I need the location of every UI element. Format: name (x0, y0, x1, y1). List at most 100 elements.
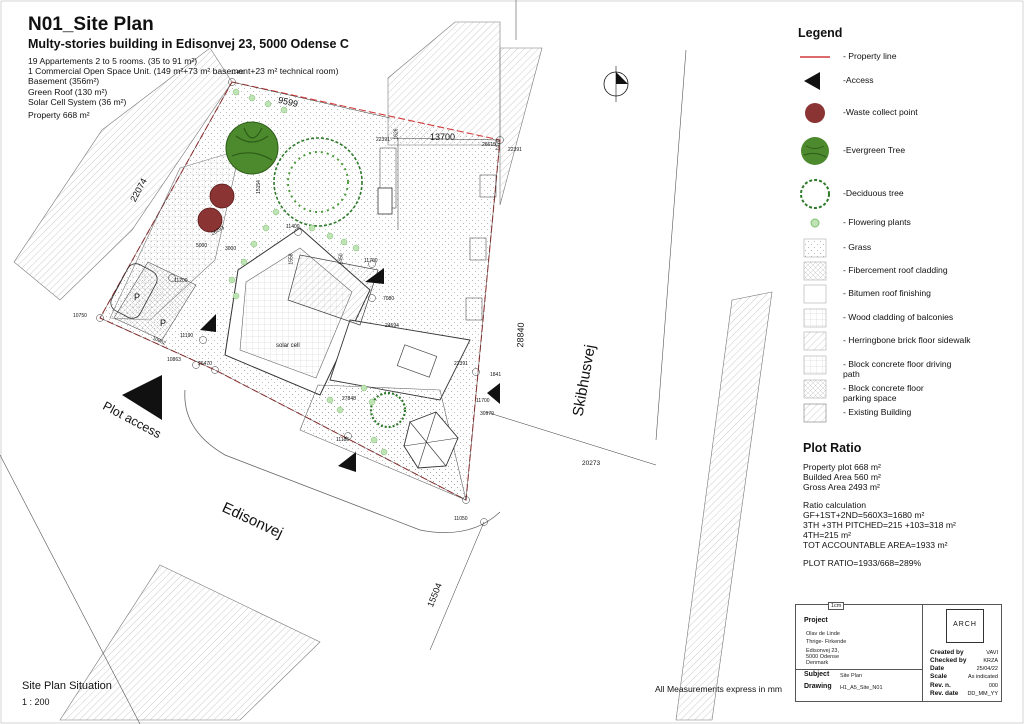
dim-15154: 15154 (255, 180, 262, 194)
project-label: Project (804, 617, 828, 624)
rev-date-label: Rev. date (930, 690, 959, 697)
dim-1558: 1558 (288, 253, 295, 265)
project-line: Edisonvej 23, (806, 648, 840, 654)
deciduous-tree-icon (800, 179, 830, 209)
legend-label: -Deciduous tree (843, 188, 904, 198)
solar-label: solar cell (276, 343, 300, 349)
dim-1626: 1626 (393, 128, 400, 140)
dim-11050: 11050 (454, 516, 468, 522)
scale-label: Scale (930, 673, 947, 680)
ratio-line: Ratio calculation (803, 500, 867, 510)
arch-logo-text: ARCH (953, 621, 977, 628)
herringbone-icon (803, 331, 827, 351)
info-line: Green Roof (130 m²) (28, 86, 108, 97)
legend-item-flowering: - Flowering plants (798, 212, 988, 234)
legend-item-existing: - Existing Building (798, 402, 988, 424)
date-value: 25/04/22 (976, 666, 998, 672)
legend-item-evergreen: -Evergreen Tree (798, 137, 988, 165)
dim-11700-a: 11700 (364, 258, 378, 264)
legend-label: - Wood cladding of balconies (843, 312, 954, 322)
rev-number-label: Rev. n. (930, 682, 951, 689)
evergreen-tree (225, 121, 279, 175)
ratio-line: GF+1ST+2ND=560X3=1680 m² (803, 510, 925, 520)
legend-item-deciduous: -Deciduous tree (798, 179, 988, 209)
page-subtitle: Multy-stories building in Edisonvej 23, … (28, 37, 349, 51)
access-triangle-4 (338, 452, 356, 472)
page-title: N01_Site Plan (28, 14, 154, 35)
subject-value: Site Plan (840, 673, 863, 679)
evergreen-tree-icon (801, 137, 829, 165)
measurement-note: All Measurements express in mm (655, 684, 783, 694)
info-line: Solar Cell System (36 m²) (28, 96, 127, 107)
dim-11185: 11185 (336, 437, 350, 443)
dim-1450: 1450 (338, 253, 345, 265)
edisonvej-curb (0, 454, 141, 724)
legend-label: - Block concrete floor parking space (843, 383, 924, 403)
dim-11700-b: 11700 (476, 398, 490, 404)
car (110, 263, 158, 319)
grass-icon (803, 238, 827, 258)
dim-11400-a: 11400 (231, 70, 245, 76)
legend-item-herringbone: - Herringbone brick floor sidewalk (798, 330, 988, 354)
property-line-icon (800, 56, 830, 58)
existing-building-sw (59, 564, 321, 721)
info-line: 1 Commercial Open Space Unit. (149 m²+73… (28, 66, 339, 77)
legend-label: - Fibercement roof cladding (843, 265, 948, 275)
dim-10750: 10750 (73, 313, 87, 319)
wood-cladding-icon (803, 308, 827, 328)
legend-item-block-parking: - Block concrete floor parking space (798, 378, 988, 403)
legend-label: - Property line (843, 51, 897, 61)
access-triangle-2 (200, 314, 216, 332)
legend-item-property-line: - Property line (798, 46, 988, 68)
legend-label: - Grass (843, 242, 872, 252)
dim-10863: 10863 (167, 357, 181, 363)
info-line: Basement (356m²) (28, 76, 100, 87)
existing-building-e (675, 291, 773, 721)
scale-value: As indicated (968, 674, 998, 680)
drawing-value: H1_A5_Site_N01 (840, 685, 883, 691)
stair-block (287, 254, 379, 326)
legend-item-bitumen: - Bitumen roof finishing (798, 283, 988, 305)
checked-by-label: Checked by (930, 657, 967, 664)
dim-11400-b: 11400 (286, 224, 300, 230)
situation-label: Site Plan Situation (22, 680, 112, 692)
flowering-plants-icon (810, 218, 820, 228)
title-block: 1cm Project Olav de Linde Thrige- Firken… (795, 602, 1002, 702)
dim-27848: 27848 (342, 396, 356, 402)
access-icon (804, 72, 820, 90)
dim-13700: 13700 (430, 132, 456, 142)
project-line: Thrige- Firkende (806, 639, 847, 645)
project-line: Olav de Linde (806, 631, 840, 637)
scale-bar: 1cm (828, 602, 845, 610)
skibhusvej-curb (655, 49, 687, 441)
created-by-label: Created by (930, 649, 964, 656)
legend-label: - Herringbone brick floor sidewalk (843, 335, 971, 345)
waste-point-2 (197, 207, 223, 233)
rev-date-value: DD_MM_YY (967, 691, 998, 697)
legend-title: Legend (798, 26, 843, 40)
ratio-line: Gross Area 2493 m² (803, 482, 880, 492)
created-by-value: VAVI (986, 650, 998, 656)
checked-by-value: KRZA (983, 658, 998, 664)
dim-11200: 11200 (174, 278, 188, 284)
dim-24594: 24594 (385, 323, 399, 329)
legend-item-grass: - Grass (798, 237, 988, 259)
flowering-plants (228, 88, 388, 456)
parking-space (113, 261, 197, 341)
bitumen-icon (803, 284, 827, 304)
plot-access-arrow (122, 375, 162, 420)
legend-item-access: -Access (798, 70, 988, 92)
dim-20273: 20273 (582, 460, 601, 467)
dim-1470: 1470 (495, 139, 502, 151)
legend-item-fibercement: - Fibercement roof cladding (798, 260, 988, 282)
dim-1841: 1841 (490, 372, 502, 378)
plot-ratio-title: Plot Ratio (803, 441, 862, 455)
legend-label: -Access (843, 75, 874, 85)
legend-item-wood: - Wood cladding of balconies (798, 307, 988, 329)
dim-22391-c: 22391 (454, 361, 468, 367)
fibercement-icon (803, 261, 827, 281)
dim-26470: 26470 (198, 361, 212, 367)
ratio-line: TOT ACCOUNTABLE AREA=1933 m² (803, 540, 948, 550)
dim-22391-a: 22391 (376, 137, 390, 143)
